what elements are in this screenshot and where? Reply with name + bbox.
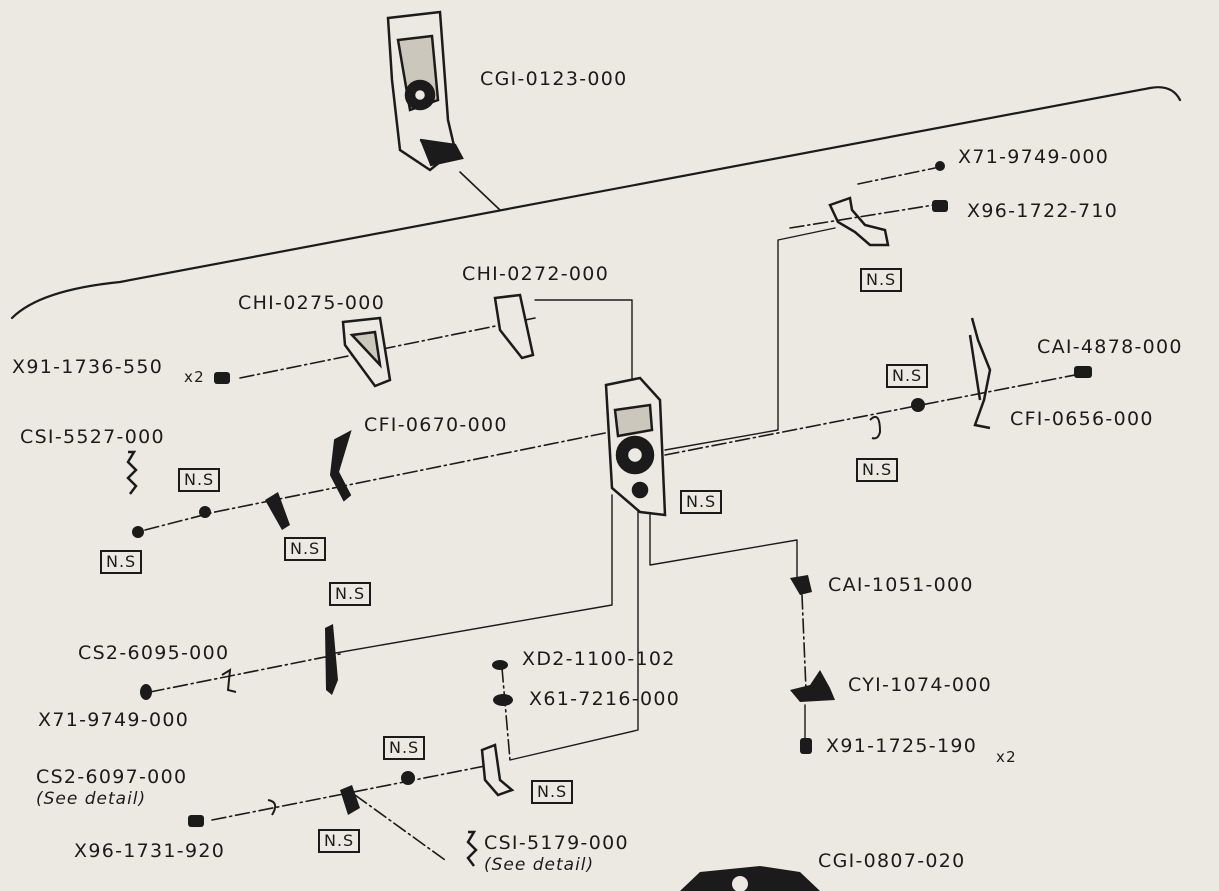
x96-1731-screw xyxy=(188,815,204,827)
x61-7216-part xyxy=(493,694,513,706)
ns-badge: N.S xyxy=(860,268,903,292)
axis-cai-1051 xyxy=(801,594,807,691)
leader-down-mid xyxy=(509,509,639,761)
cs2-6097-part xyxy=(340,785,360,815)
label-cai-1051: CAI-1051-000 xyxy=(828,574,974,596)
csi-5179-part xyxy=(466,830,478,867)
leader-down-right xyxy=(649,514,798,581)
label-cgi-0807: CGI-0807-020 xyxy=(818,850,966,872)
leader-right-top xyxy=(664,227,836,451)
axis-top-right-2 xyxy=(857,167,936,185)
label-x91-1736-qty: x2 xyxy=(184,368,206,386)
ns-badge: N.S xyxy=(856,458,899,482)
x91-1736-screw-part xyxy=(214,372,230,384)
top-assembly-part xyxy=(386,10,464,172)
note-csi-5179: (See detail) xyxy=(484,855,595,875)
label-x71-bottom: X71-9749-000 xyxy=(38,709,190,731)
label-chi-0275: CHI-0275-000 xyxy=(238,292,386,314)
label-x91-1725: X91-1725-190 xyxy=(826,735,978,757)
x91-1725-screw xyxy=(800,738,812,754)
label-x91-1736: X91-1736-550 xyxy=(12,358,163,377)
spring-right xyxy=(869,416,882,440)
ns-badge: N.S xyxy=(531,780,574,804)
label-cs2-6097: CS2-6097-000 xyxy=(36,766,188,788)
small-clip xyxy=(221,668,237,693)
label-xd2-1100: XD2-1100-102 xyxy=(522,648,676,670)
ns-badge: N.S xyxy=(284,537,327,561)
leader-top-assembly xyxy=(459,171,501,211)
cs2-6095-part xyxy=(325,624,338,695)
label-csi-5527: CSI-5527-000 xyxy=(20,426,165,448)
washer-right xyxy=(911,398,925,412)
axis-chi xyxy=(239,317,536,379)
label-chi-0272: CHI-0272-000 xyxy=(462,263,610,285)
ns-badge: N.S xyxy=(886,364,929,388)
csi-5527-head xyxy=(132,526,144,538)
xd2-1100-part xyxy=(492,660,508,670)
ns-badge: N.S xyxy=(318,829,361,853)
label-x61-7216: X61-7216-000 xyxy=(529,688,681,710)
x71-top-washer xyxy=(935,161,945,171)
axis-right xyxy=(664,373,1081,456)
ns-badge: N.S xyxy=(329,582,372,606)
csi-5527-part xyxy=(126,450,138,495)
label-x96-1731: X96-1731-920 xyxy=(74,840,226,862)
label-csi-5179: CSI-5179-000 xyxy=(484,832,629,854)
axis-xd2 xyxy=(501,667,511,761)
ns-badge: N.S xyxy=(100,550,143,574)
assembly-bracket xyxy=(10,86,1182,320)
small-screw-a xyxy=(199,506,211,518)
cai-4878-screw xyxy=(1074,366,1092,378)
axis-cs2-6097 xyxy=(211,764,491,821)
bottom-washer xyxy=(401,771,415,785)
label-cyi-1074: CYI-1074-000 xyxy=(848,674,993,696)
cgi-0807-part xyxy=(680,866,820,891)
chi-0272-part xyxy=(493,293,535,360)
label-cai-4878: CAI-4878-000 xyxy=(1037,336,1183,358)
leader-down-left xyxy=(329,494,613,655)
label-x91-1725-qty: x2 xyxy=(996,748,1018,766)
lever-part xyxy=(265,492,290,530)
cai-1051-part xyxy=(790,575,812,595)
note-cs2-6097: (See detail) xyxy=(36,789,147,809)
ns-badge: N.S xyxy=(383,736,426,760)
chi-0275-part xyxy=(341,316,392,388)
cfi-0656-part xyxy=(968,317,992,430)
label-cfi-0656: CFI-0656-000 xyxy=(1010,408,1154,430)
x96-top-screw xyxy=(932,200,948,212)
axis-cs2-6095 xyxy=(149,653,341,693)
bottom-bracket-part xyxy=(480,743,515,797)
small-curl xyxy=(267,799,277,816)
label-x91-1736-code: X91-1736-550 xyxy=(12,356,164,378)
label-top-assembly: CGI-0123-000 xyxy=(480,68,628,90)
ns-badge: N.S xyxy=(680,490,723,514)
axis-top-right xyxy=(789,203,941,229)
cyi-1074-part xyxy=(790,670,835,702)
axis-cfi-left xyxy=(214,431,611,513)
label-x96-top: X96-1722-710 xyxy=(967,200,1119,222)
center-plate-part xyxy=(604,376,667,517)
top-right-lever-part xyxy=(828,196,890,247)
x71-bottom-washer xyxy=(140,684,152,700)
label-cs2-6095: CS2-6095-000 xyxy=(78,642,230,664)
label-x71-top: X71-9749-000 xyxy=(958,146,1110,168)
axis-csi-5179 xyxy=(354,794,446,861)
cfi-0670-part xyxy=(329,429,352,502)
ns-badge: N.S xyxy=(178,468,221,492)
leader-chi-0272 xyxy=(534,299,633,379)
label-cfi-0670: CFI-0670-000 xyxy=(364,414,508,436)
